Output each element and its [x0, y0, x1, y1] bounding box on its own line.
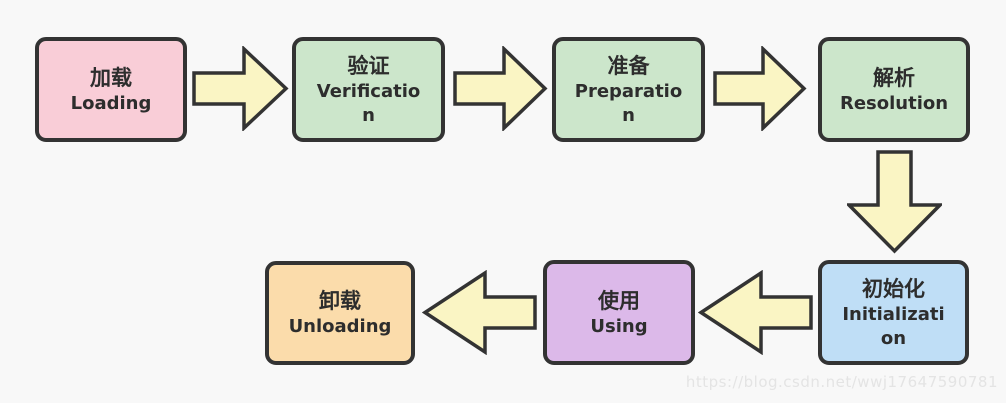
arrow-right-shape: [713, 46, 807, 131]
node-preparation-label-en: Preparatio n: [574, 80, 683, 126]
node-preparation-label-zh: 准备: [607, 53, 650, 78]
arrow-down-shape: [847, 150, 942, 254]
node-initialization: 初始化 Initializati on: [818, 260, 969, 365]
arrow-right-icon: [192, 46, 289, 131]
arrow-left-icon: [698, 270, 813, 355]
arrow-down-icon: [847, 150, 942, 254]
arrow-left-icon: [422, 270, 537, 355]
node-using-label-en: Using: [590, 315, 648, 337]
node-resolution-label-zh: 解析: [873, 65, 915, 90]
node-resolution-label-en: Resolution: [839, 92, 949, 114]
node-verification: 验证 Verificatio n: [292, 37, 445, 142]
node-resolution: 解析 Resolution: [818, 37, 970, 142]
node-verification-label-en: Verificatio n: [316, 80, 421, 126]
node-verification-label-zh: 验证: [347, 53, 390, 78]
watermark: https://blog.csdn.net/wwj17647590781: [685, 373, 998, 391]
arrow-left-shape: [698, 270, 813, 355]
arrow-right-shape: [453, 46, 548, 131]
node-loading-label-en: Loading: [70, 92, 152, 114]
node-initialization-label-zh: 初始化: [862, 276, 925, 301]
node-loading-label-zh: 加载: [90, 65, 132, 90]
arrow-right-shape: [192, 46, 289, 131]
node-preparation: 准备 Preparatio n: [552, 37, 705, 142]
arrow-left-shape: [422, 270, 537, 355]
node-unloading-label-en: Unloading: [288, 316, 392, 337]
node-unloading: 卸载 Unloading: [265, 261, 415, 365]
node-unloading-label-zh: 卸载: [319, 289, 361, 313]
node-initialization-label-en: Initializati on: [842, 303, 945, 349]
arrow-right-icon: [453, 46, 548, 131]
node-using: 使用 Using: [543, 260, 695, 365]
node-using-label-zh: 使用: [598, 288, 640, 313]
node-loading: 加载 Loading: [35, 37, 187, 142]
arrow-right-icon: [713, 46, 807, 131]
